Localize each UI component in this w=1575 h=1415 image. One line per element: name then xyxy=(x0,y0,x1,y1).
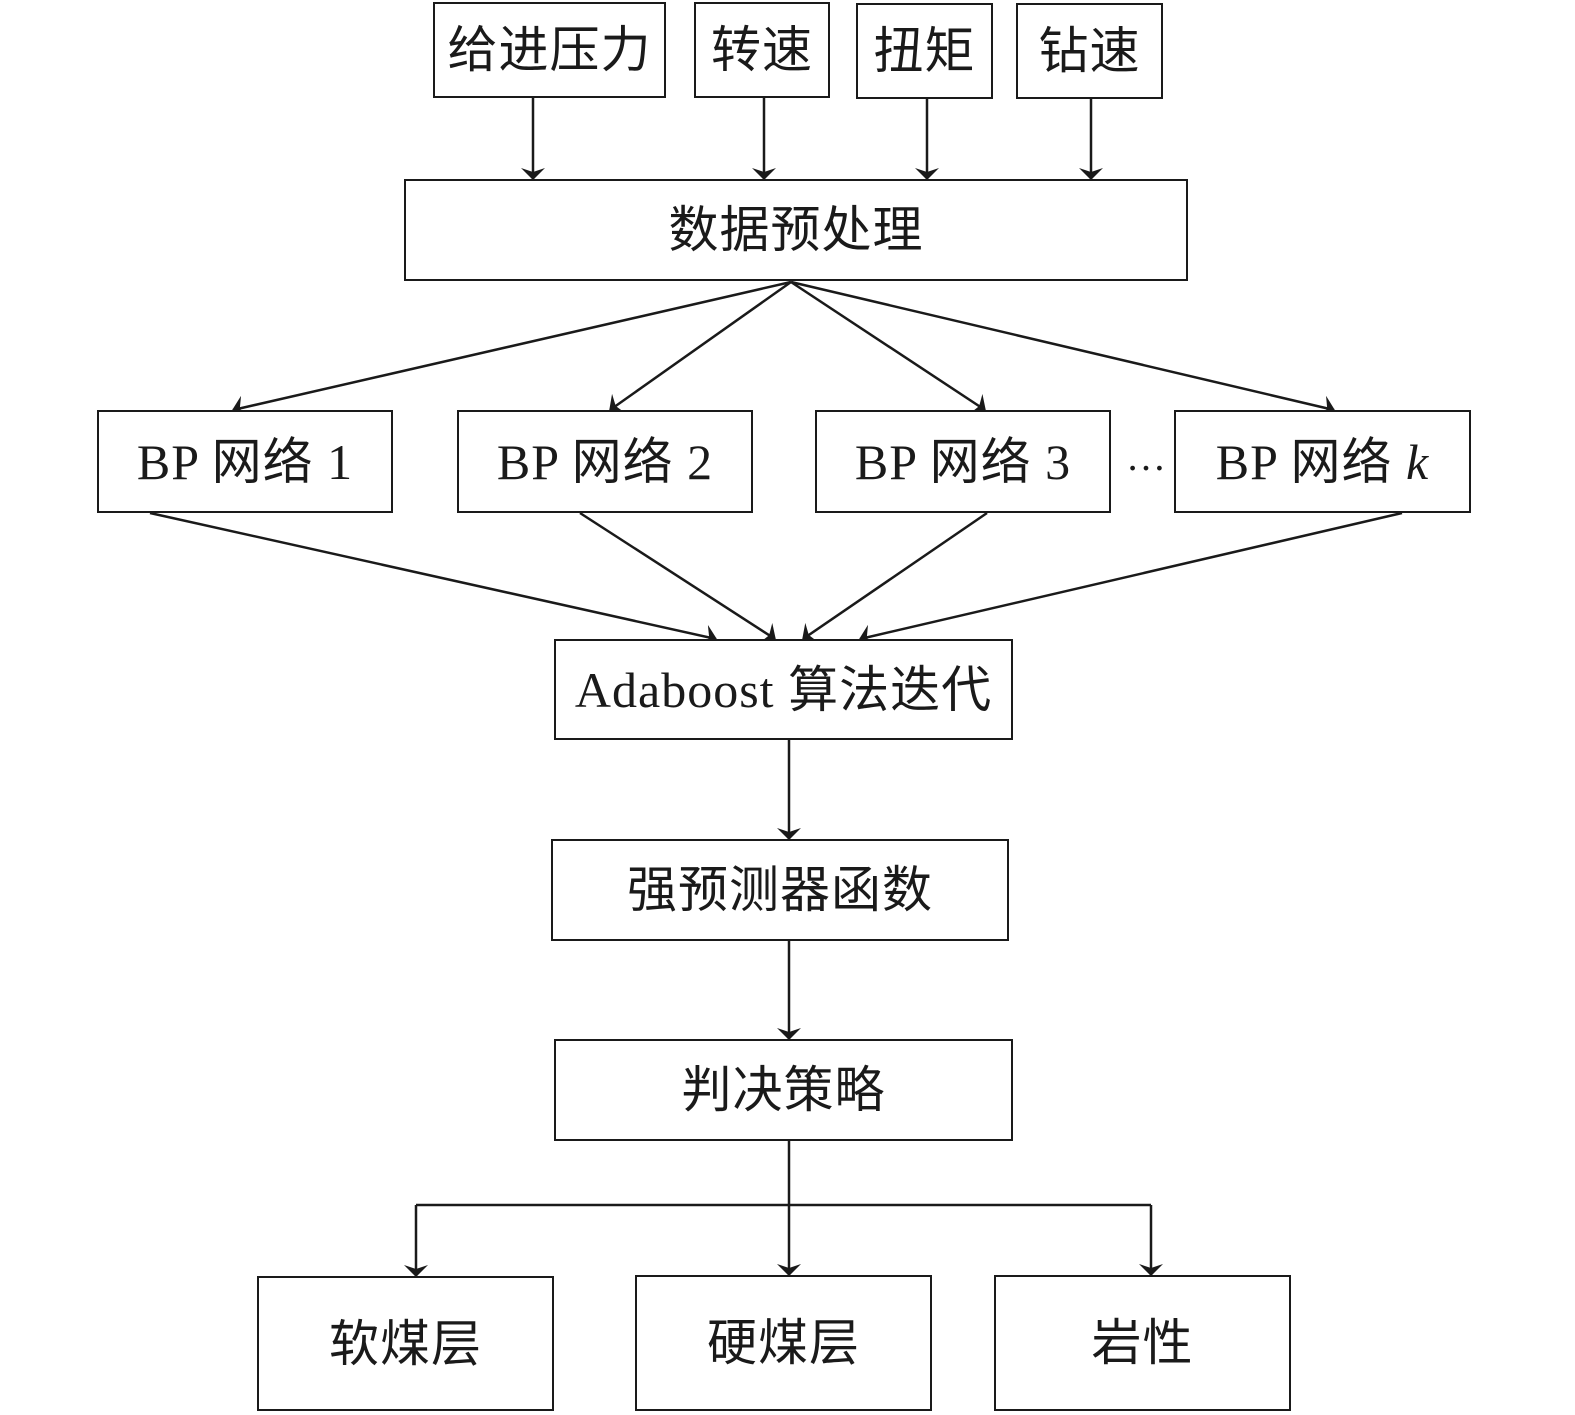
output-box-hard-coal: 硬煤层 xyxy=(635,1275,932,1411)
adaboost-box: Adaboost 算法迭代 xyxy=(554,639,1013,740)
bp-network-box-2: BP 网络 2 xyxy=(457,410,753,513)
input-label: 钻速 xyxy=(1038,23,1141,79)
ellipsis: … xyxy=(1126,434,1166,479)
adaboost-label: Adaboost 算法迭代 xyxy=(574,661,993,718)
bp-network-prefix: BP 网络 xyxy=(136,433,314,490)
arrow-bp-k-to-adaboost xyxy=(859,511,1403,649)
output-label: 软煤层 xyxy=(329,1315,482,1372)
arrow-preprocess-to-bp-3 xyxy=(790,280,986,414)
bp-network-index: 1 xyxy=(327,433,354,490)
bp-network-index: k xyxy=(1406,433,1430,490)
bp-network-box-3: BP 网络 3 xyxy=(815,410,1111,513)
strong-predictor-box: 强预测器函数 xyxy=(551,839,1009,941)
preprocess-label: 数据预处理 xyxy=(668,202,924,258)
bp-network-box-1: BP 网络 1 xyxy=(97,410,393,513)
decision-box: 判决策略 xyxy=(554,1039,1013,1141)
decision-label: 判决策略 xyxy=(681,1062,886,1118)
output-label: 硬煤层 xyxy=(707,1315,860,1371)
arrow-bp-2-to-adaboost xyxy=(579,511,776,644)
arrow-preprocess-to-bp-1 xyxy=(232,280,792,420)
arrow-bp-3-to-adaboost xyxy=(802,511,988,643)
bp-network-prefix: BP 网络 xyxy=(496,433,674,490)
input-box-torque: 扭矩 xyxy=(856,3,993,99)
input-box-feed-pressure: 给进压力 xyxy=(433,2,666,98)
output-box-rock: 岩性 xyxy=(994,1275,1291,1411)
bp-network-prefix: BP 网络 xyxy=(854,433,1032,490)
bp-network-prefix: BP 网络 xyxy=(1215,433,1393,490)
strong-predictor-label: 强预测器函数 xyxy=(627,862,933,918)
output-box-soft-coal: 软煤层 xyxy=(257,1276,554,1411)
bp-network-index: 2 xyxy=(687,433,714,490)
input-label: 扭矩 xyxy=(873,23,976,79)
preprocess-box: 数据预处理 xyxy=(404,179,1188,281)
arrow-preprocess-to-bp-2 xyxy=(609,280,792,414)
bp-network-index: 3 xyxy=(1045,433,1072,490)
input-box-rotation-speed: 转速 xyxy=(694,2,830,98)
input-label: 转速 xyxy=(711,22,813,78)
output-label: 岩性 xyxy=(1091,1315,1194,1371)
arrow-bp-1-to-adaboost xyxy=(149,511,717,649)
input-label: 给进压力 xyxy=(447,22,652,78)
bp-network-box-k: BP 网络 k xyxy=(1174,410,1471,513)
input-box-drilling-speed: 钻速 xyxy=(1016,3,1163,99)
arrow-preprocess-to-bp-k xyxy=(790,280,1335,420)
